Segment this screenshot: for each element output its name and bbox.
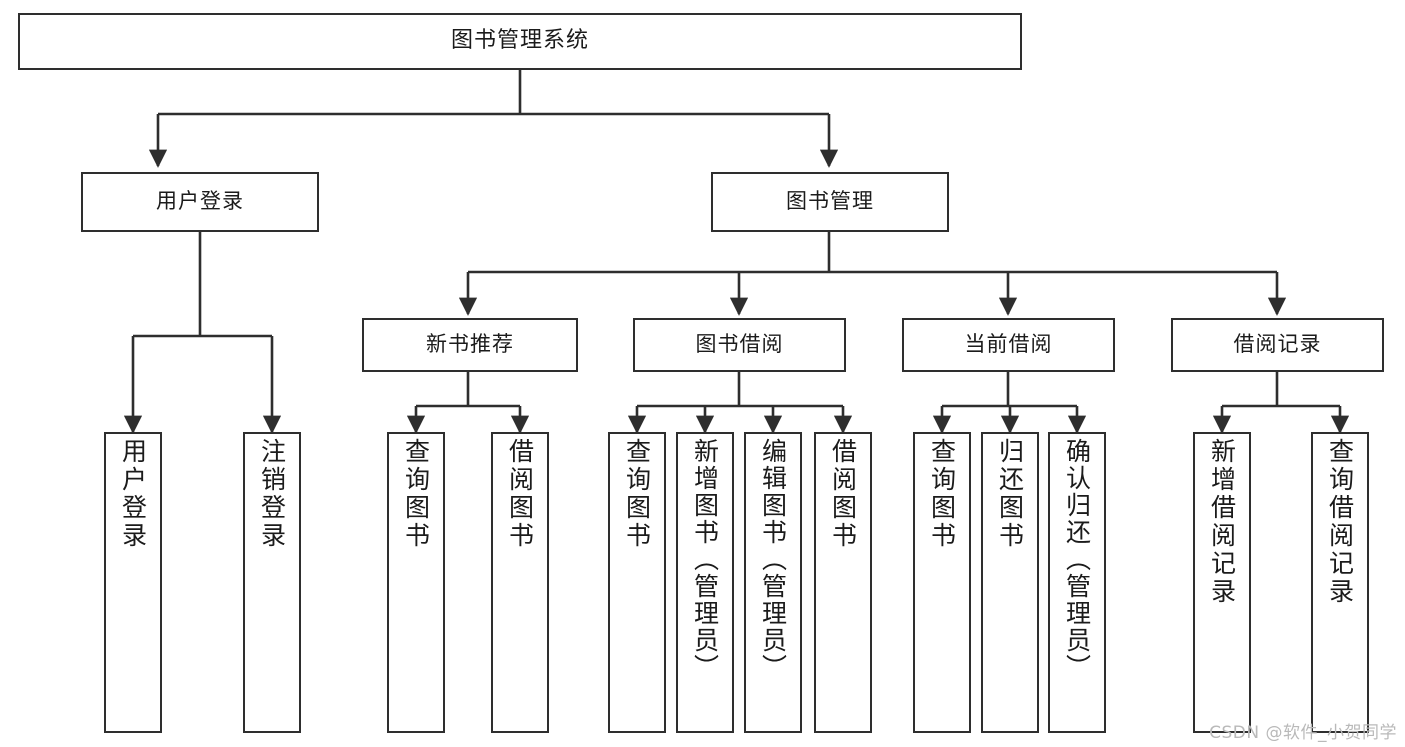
leaf-query-book-recommend[interactable]: 查询图书	[387, 432, 445, 733]
leaf-query-book-recommend-label: 查询图书	[401, 438, 431, 550]
leaf-return-book-label: 归还图书	[995, 438, 1025, 550]
leaf-user-login-label: 用户登录	[118, 438, 148, 550]
node-book-borrow-label: 图书借阅	[695, 332, 784, 357]
node-new-book-recommend-label: 新书推荐	[426, 332, 514, 357]
leaf-borrow-book-label: 借阅图书	[828, 438, 858, 550]
node-borrow-record-label: 借阅记录	[1233, 332, 1322, 357]
leaf-return-book[interactable]: 归还图书	[981, 432, 1039, 733]
leaf-borrow-book[interactable]: 借阅图书	[814, 432, 872, 733]
node-root-label: 图书管理系统	[450, 28, 589, 54]
leaf-add-book-admin-label: 新增图书（管理员）	[690, 438, 720, 681]
node-new-book-recommend[interactable]: 新书推荐	[362, 318, 578, 372]
leaf-add-borrow-record[interactable]: 新增借阅记录	[1193, 432, 1251, 733]
node-user-login[interactable]: 用户登录	[81, 172, 319, 232]
leaf-borrow-book-recommend-label: 借阅图书	[505, 438, 535, 550]
leaf-query-borrow-record[interactable]: 查询借阅记录	[1311, 432, 1369, 733]
leaf-query-borrow-record-label: 查询借阅记录	[1325, 438, 1355, 606]
node-user-login-label: 用户登录	[156, 189, 244, 214]
leaf-confirm-return-admin[interactable]: 确认归还（管理员）	[1048, 432, 1106, 733]
node-root[interactable]: 图书管理系统	[18, 13, 1022, 70]
leaf-borrow-book-recommend[interactable]: 借阅图书	[491, 432, 549, 733]
leaf-query-book-borrow[interactable]: 查询图书	[608, 432, 666, 733]
node-book-management[interactable]: 图书管理	[711, 172, 949, 232]
leaf-user-login[interactable]: 用户登录	[104, 432, 162, 733]
node-current-borrow-label: 当前借阅	[964, 332, 1053, 357]
leaf-query-book-current[interactable]: 查询图书	[913, 432, 971, 733]
node-book-management-label: 图书管理	[786, 189, 874, 214]
leaf-add-borrow-record-label: 新增借阅记录	[1207, 438, 1237, 606]
node-borrow-record[interactable]: 借阅记录	[1171, 318, 1384, 372]
node-book-borrow[interactable]: 图书借阅	[633, 318, 846, 372]
leaf-add-book-admin[interactable]: 新增图书（管理员）	[676, 432, 734, 733]
leaf-query-book-borrow-label: 查询图书	[622, 438, 652, 550]
leaf-edit-book-admin[interactable]: 编辑图书（管理员）	[744, 432, 802, 733]
node-current-borrow[interactable]: 当前借阅	[902, 318, 1115, 372]
leaf-query-book-current-label: 查询图书	[927, 438, 957, 550]
leaf-edit-book-admin-label: 编辑图书（管理员）	[758, 438, 788, 681]
leaf-user-logout[interactable]: 注销登录	[243, 432, 301, 733]
leaf-confirm-return-admin-label: 确认归还（管理员）	[1062, 438, 1092, 681]
leaf-user-logout-label: 注销登录	[257, 438, 287, 550]
